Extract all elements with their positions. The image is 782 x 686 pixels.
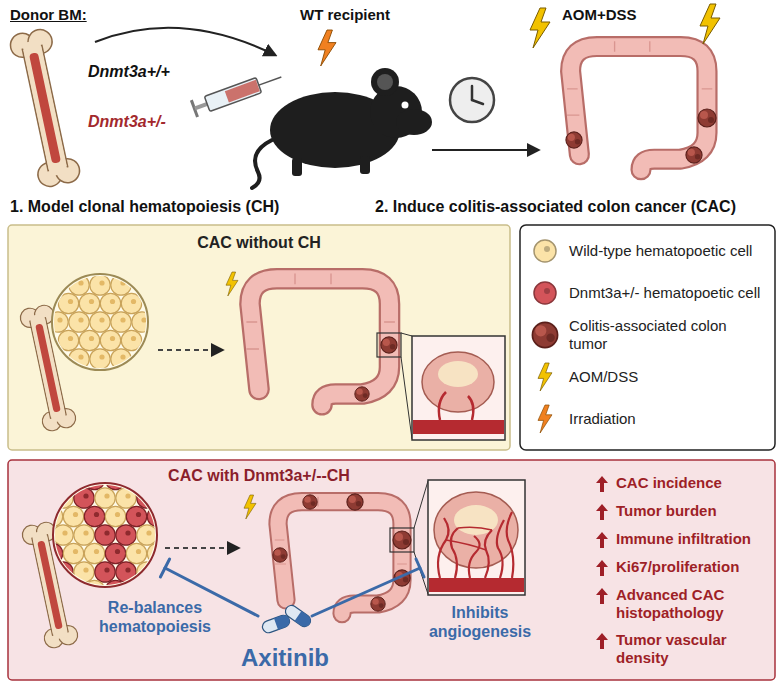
- donor-bone: [8, 27, 82, 188]
- outcome-text: Tumor burden: [616, 502, 717, 520]
- outcome-row: Tumor burden: [595, 502, 775, 521]
- outcome-text: Tumor vascular density: [616, 631, 775, 667]
- panel-bolt: [226, 272, 238, 296]
- label-holder: 1. Model clonal hematopoiesis (CH): [10, 197, 279, 216]
- legend-icon: [530, 278, 560, 308]
- panel-heading: CAC without CH: [8, 233, 510, 252]
- label: Dnmt3a+/+: [88, 62, 170, 81]
- panel: CAC without CH: [8, 225, 510, 450]
- legend-icon: [530, 236, 560, 266]
- legend-text: Wild-type hematopoetic cell: [569, 242, 764, 260]
- label: WT recipient: [300, 6, 390, 24]
- up-arrow: [595, 559, 609, 577]
- tumor-zoom: [390, 480, 525, 595]
- legend-swatch: [534, 282, 556, 304]
- legend-swatch: [534, 240, 556, 262]
- label: 2. Induce colitis-associated colon cance…: [375, 197, 736, 216]
- up-arrow: [595, 503, 609, 521]
- panel-colon: [273, 494, 411, 614]
- irradiation-bolt: [318, 30, 336, 66]
- label-holder: Dnmt3a+/-: [88, 112, 166, 131]
- cell-cluster: [48, 274, 152, 370]
- legend-row: AOM/DSS: [530, 356, 770, 398]
- legend-text: AOM/DSS: [569, 368, 764, 386]
- time-arrow: [432, 150, 538, 151]
- clock: [450, 78, 494, 122]
- panel-text: Re-balances hematopoiesis: [80, 598, 230, 636]
- legend-text: Colitis-associated colon tumor: [569, 317, 764, 353]
- label: Dnmt3a+/-: [88, 112, 166, 131]
- legend-frame: [520, 225, 775, 450]
- legend-text: Dnmt3a+/- hematopoetic cell: [569, 284, 764, 302]
- cell-cluster: [42, 469, 167, 600]
- text-holder: Inhibits angiogenesis: [420, 603, 540, 641]
- panel-bone: [21, 520, 80, 649]
- outcome-row: Immune infiltration: [595, 530, 775, 549]
- up-arrow: [595, 531, 609, 549]
- label-holder: 2. Induce colitis-associated colon cance…: [375, 197, 736, 216]
- label: Donor BM:: [10, 6, 87, 24]
- legend-row: Wild-type hematopoetic cell: [530, 230, 770, 272]
- label: 1. Model clonal hematopoiesis (CH): [10, 197, 279, 216]
- tumor-zoom: [377, 333, 505, 440]
- legend-icon: [530, 404, 560, 434]
- colon: [566, 41, 716, 169]
- syringe: [190, 68, 284, 117]
- outcome-text: CAC incidence: [616, 474, 722, 492]
- text-holder: CAC with Dnmt3a+/--CH: [8, 466, 510, 485]
- panel-text: Inhibits angiogenesis: [420, 603, 540, 641]
- text-holder: Axitinib: [225, 644, 345, 673]
- panel-ground: [8, 460, 775, 680]
- outcome-list: CAC incidenceTumor burdenImmune infiltra…: [595, 474, 775, 676]
- outcome-row: Ki67/proliferation: [595, 558, 775, 577]
- legend-icon: [530, 320, 560, 350]
- aom-dss-bolts: [530, 4, 720, 48]
- outcome-text: Advanced CAC histopathology: [616, 586, 775, 622]
- label: AOM+DSS: [562, 6, 637, 24]
- label-holder: WT recipient: [300, 6, 390, 24]
- outcome-text: Ki67/proliferation: [616, 558, 739, 576]
- label-holder: AOM+DSS: [562, 6, 637, 24]
- outcome-row: Tumor vascular density: [595, 631, 775, 667]
- text-holder: CAC without CH: [8, 233, 510, 252]
- up-arrow: [595, 475, 609, 493]
- label-holder: Dnmt3a+/+: [88, 62, 170, 81]
- up-arrow: [595, 587, 609, 605]
- dashed-arrow: [165, 548, 238, 549]
- legend-text: Irradiation: [569, 410, 764, 428]
- legend-icon: [530, 362, 560, 392]
- panel-text: Axitinib: [225, 644, 345, 673]
- text-holder: Re-balances hematopoiesis: [80, 598, 230, 636]
- outcome-row: CAC incidence: [595, 474, 775, 493]
- outcome-row: Advanced CAC histopathology: [595, 586, 775, 622]
- legend: Wild-type hematopoetic cellDnmt3a+/- hem…: [530, 230, 770, 440]
- up-arrow: [595, 632, 609, 650]
- legend-row: Colitis-associated colon tumor: [530, 314, 770, 356]
- legend-row: Dnmt3a+/- hematopoetic cell: [530, 272, 770, 314]
- panel-bolt: [244, 495, 256, 519]
- panel-colon: [246, 273, 397, 404]
- axitinib-pills: [261, 603, 313, 634]
- mouse: [252, 68, 432, 188]
- transplant-arrow: [95, 28, 275, 55]
- outcome-text: Immune infiltration: [616, 530, 751, 548]
- panel-heading: CAC with Dnmt3a+/--CH: [8, 466, 510, 485]
- panel-ground: [8, 225, 510, 450]
- dashed-arrow: [158, 350, 222, 351]
- label-holder: Donor BM:: [10, 6, 87, 24]
- panel: CAC with Dnmt3a+/--CH Re-balances hematop…: [8, 460, 775, 680]
- legend-row: Irradiation: [530, 398, 770, 440]
